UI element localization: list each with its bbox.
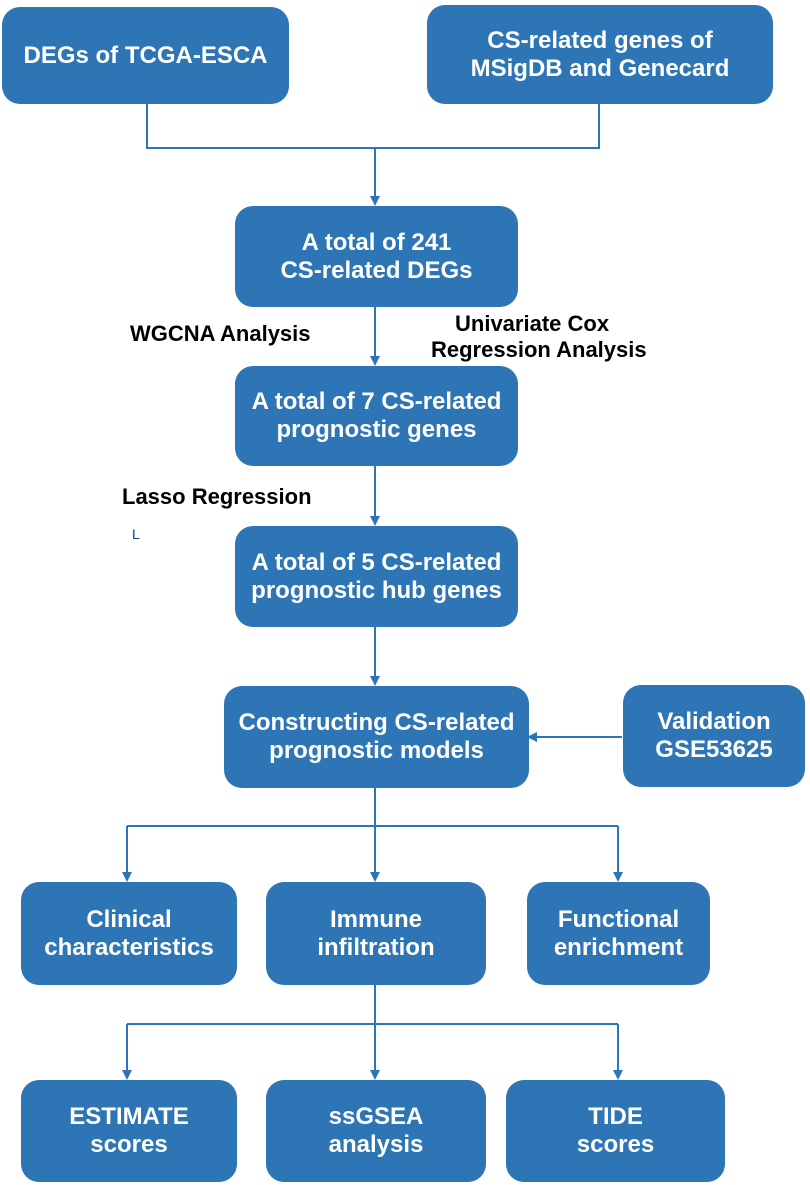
box-cs-related-genes-line-2: MSigDB and Genecard bbox=[470, 54, 730, 82]
box-tide-scores: TIDE scores bbox=[506, 1080, 725, 1182]
box-cs-related-genes: CS-related genes of MSigDB and Genecard bbox=[427, 5, 773, 104]
box-total-241: A total of 241 CS-related DEGs bbox=[235, 206, 518, 307]
box-clinical-characteristics: Clinical characteristics bbox=[21, 882, 237, 985]
box-clinical-line-2: characteristics bbox=[44, 933, 214, 961]
box-functional-line-1: Functional bbox=[557, 905, 680, 933]
box-estimate-line-2: scores bbox=[90, 1131, 168, 1158]
box-total-5: A total of 5 CS-related prognostic hub g… bbox=[235, 526, 518, 627]
box-validation-line-1: Validation bbox=[657, 708, 771, 735]
label-univariate-cox-line-1: Univariate Cox bbox=[455, 311, 610, 336]
label-wgcna-analysis: WGCNA Analysis bbox=[130, 321, 311, 346]
box-functional-line-2: enrichment bbox=[553, 933, 684, 961]
box-functional-enrichment: Functional enrichment bbox=[527, 882, 710, 985]
label-univariate-cox: Univariate Cox bbox=[455, 311, 609, 336]
box-validation: Validation GSE53625 bbox=[623, 685, 805, 787]
connector-cs-down bbox=[375, 104, 600, 149]
box-constructing-models-line-1: Constructing CS-related bbox=[238, 709, 515, 736]
box-ssgsea-line-2: analysis bbox=[328, 1131, 424, 1158]
label-univariate-cox-line-2: Regression Analysis bbox=[431, 337, 647, 362]
box-immune-infiltration: Immune infiltration bbox=[266, 882, 486, 985]
label-lasso-regression: Lasso Regression bbox=[122, 484, 312, 509]
box-total-241-line-2: CS-related DEGs bbox=[280, 256, 473, 284]
box-estimate-line-1: ESTIMATE bbox=[69, 1103, 189, 1130]
box-total-7-line-1: A total of 7 CS-related bbox=[251, 388, 502, 415]
box-total-7-line-2: prognostic genes bbox=[276, 416, 477, 443]
box-estimate-scores: ESTIMATE scores bbox=[21, 1080, 237, 1182]
box-tide-line-1: TIDE bbox=[588, 1103, 643, 1130]
connector-degs-down bbox=[146, 104, 375, 149]
box-total-7: A total of 7 CS-related prognostic genes bbox=[235, 366, 518, 466]
box-constructing-models: Constructing CS-related prognostic model… bbox=[224, 686, 529, 788]
label-regression-analysis: Regression Analysis bbox=[431, 337, 647, 362]
box-tide-line-2: scores bbox=[576, 1131, 655, 1158]
box-ssgsea-analysis: ssGSEA analysis bbox=[266, 1080, 486, 1182]
box-ssgsea-line-1: ssGSEA bbox=[328, 1103, 424, 1130]
box-total-5-line-2: prognostic hub genes bbox=[251, 576, 502, 604]
box-total-5-line-1: A total of 5 CS-related bbox=[251, 548, 502, 576]
box-degs-tcga: DEGs of TCGA-ESCA bbox=[2, 7, 289, 104]
box-total-241-line-1: A total of 241 bbox=[301, 228, 452, 256]
box-immune-line-1: Immune bbox=[329, 905, 422, 933]
box-constructing-models-line-2: prognostic models bbox=[269, 737, 484, 764]
box-clinical-line-1: Clinical bbox=[86, 905, 172, 933]
box-degs-tcga-line-1: DEGs of TCGA-ESCA bbox=[23, 41, 268, 69]
box-cs-related-genes-line-1: CS-related genes of bbox=[487, 26, 713, 54]
box-validation-line-2: GSE53625 bbox=[655, 736, 773, 763]
stray-mark: L bbox=[132, 526, 140, 542]
box-immune-line-2: infiltration bbox=[317, 933, 435, 961]
